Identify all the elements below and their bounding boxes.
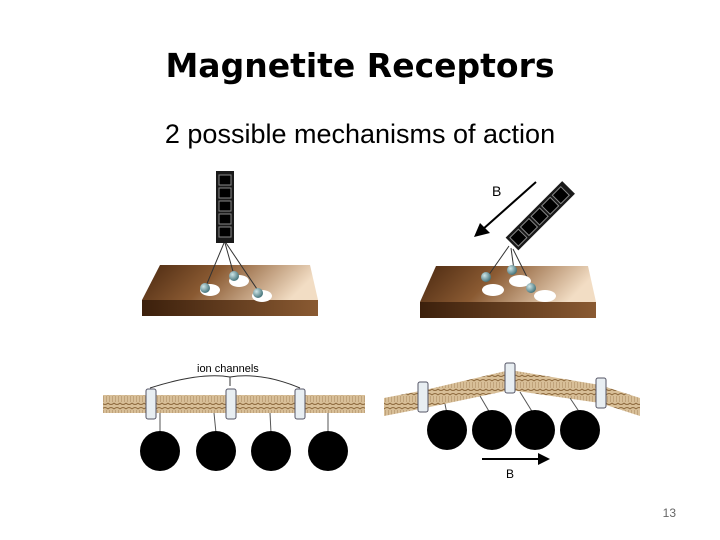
magnetite-cells-left xyxy=(140,431,348,471)
tethers-left xyxy=(205,242,260,293)
membrane-right xyxy=(384,370,640,416)
magnetite-chain-vertical xyxy=(216,171,234,243)
slide-title: Magnetite Receptors xyxy=(165,46,555,85)
field-label-top: B xyxy=(492,183,501,199)
channels-left xyxy=(145,388,306,420)
plate-left xyxy=(142,265,318,316)
ion-channels-bracket xyxy=(149,375,301,389)
slide-subtitle: 2 possible mechanisms of action xyxy=(164,119,556,149)
field-arrow-top xyxy=(474,181,537,237)
anchor-lines-left xyxy=(159,412,329,434)
channels-right xyxy=(417,362,607,413)
plate-right xyxy=(420,266,596,318)
magnetite-cells-right xyxy=(427,410,600,450)
slide-number: 13 xyxy=(662,506,676,520)
receptors-right xyxy=(481,265,556,302)
ion-channels-label: ion channels xyxy=(197,363,259,375)
receptors-left xyxy=(200,271,272,302)
field-label-bottom: B xyxy=(506,467,514,481)
magnetite-chain-tilted xyxy=(505,181,575,251)
field-arrow-bottom xyxy=(482,453,550,465)
